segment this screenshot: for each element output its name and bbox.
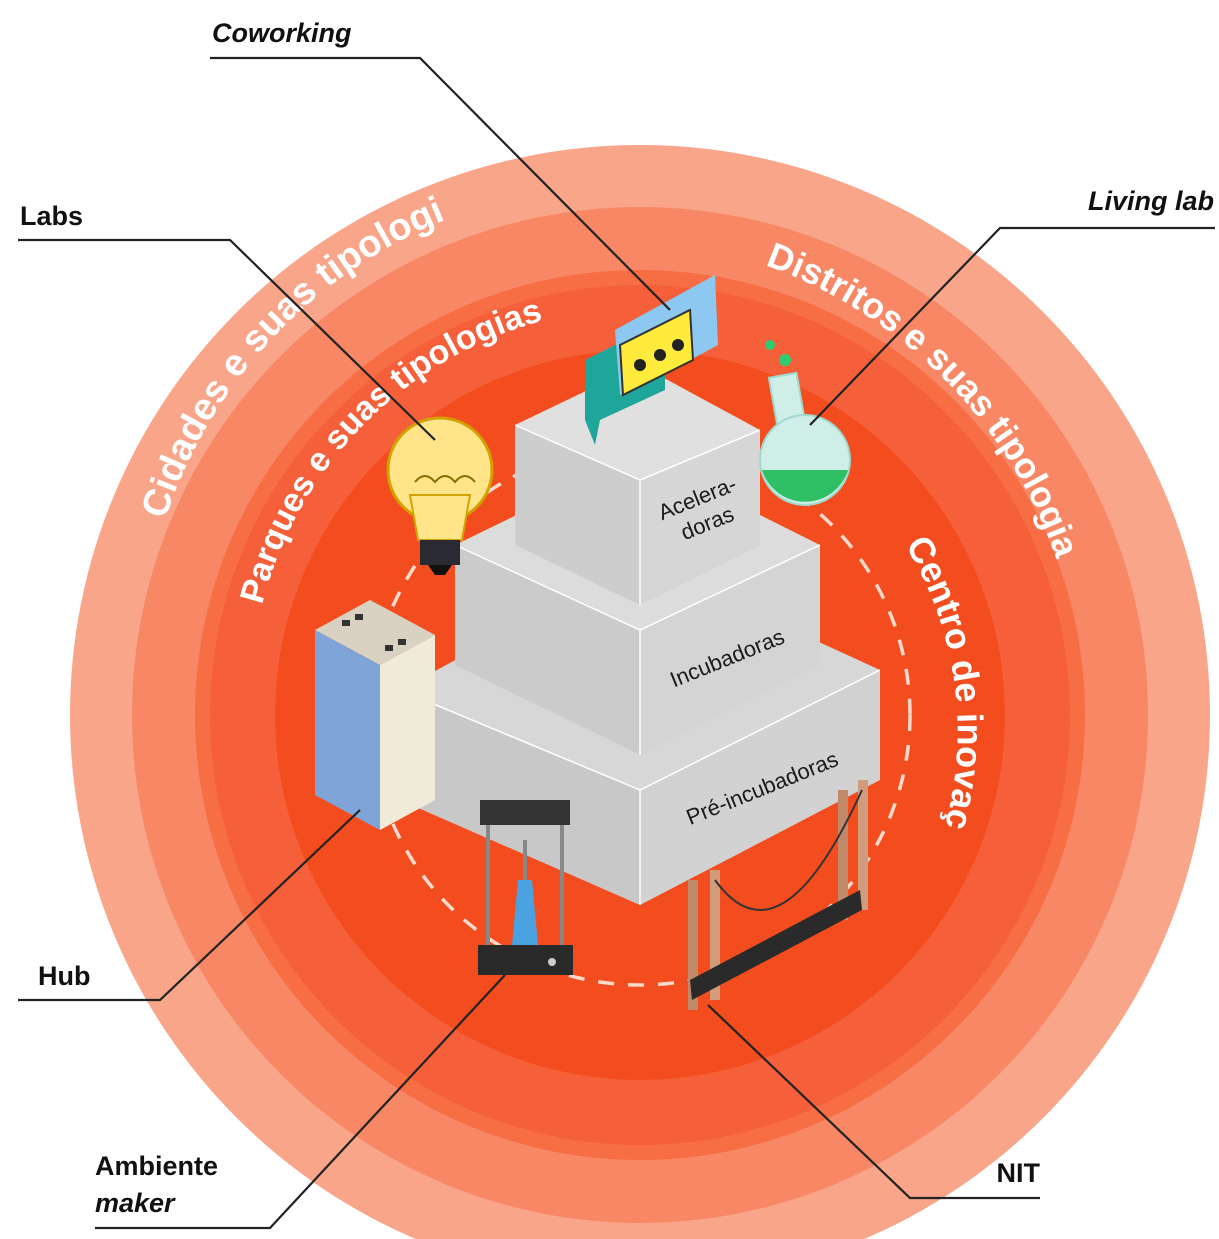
flask-icon [759, 340, 851, 506]
leader-coworking [210, 56, 671, 311]
callout-coworking: Coworking [212, 18, 352, 48]
callout-maker: maker [95, 1188, 176, 1218]
leader-hub [18, 809, 361, 1002]
callout-ambiente: Ambiente [95, 1151, 218, 1181]
callout-hub: Hub [38, 961, 90, 991]
leader-living-lab [809, 226, 1215, 426]
leader-ambiente-maker [95, 974, 506, 1230]
bridge-icon [688, 780, 868, 1010]
building-icon [315, 600, 435, 830]
callout-nit: NIT [997, 1158, 1041, 1188]
chat-bubbles-icon [585, 275, 718, 445]
leader-labs [18, 238, 436, 441]
leader-nit [707, 1004, 1040, 1200]
light-bulb-icon [386, 416, 494, 575]
callout-living-lab: Living lab [1088, 186, 1214, 216]
3d-printer-icon [478, 800, 573, 975]
pyramid-top [514, 365, 761, 605]
callout-labs: Labs [20, 201, 83, 231]
